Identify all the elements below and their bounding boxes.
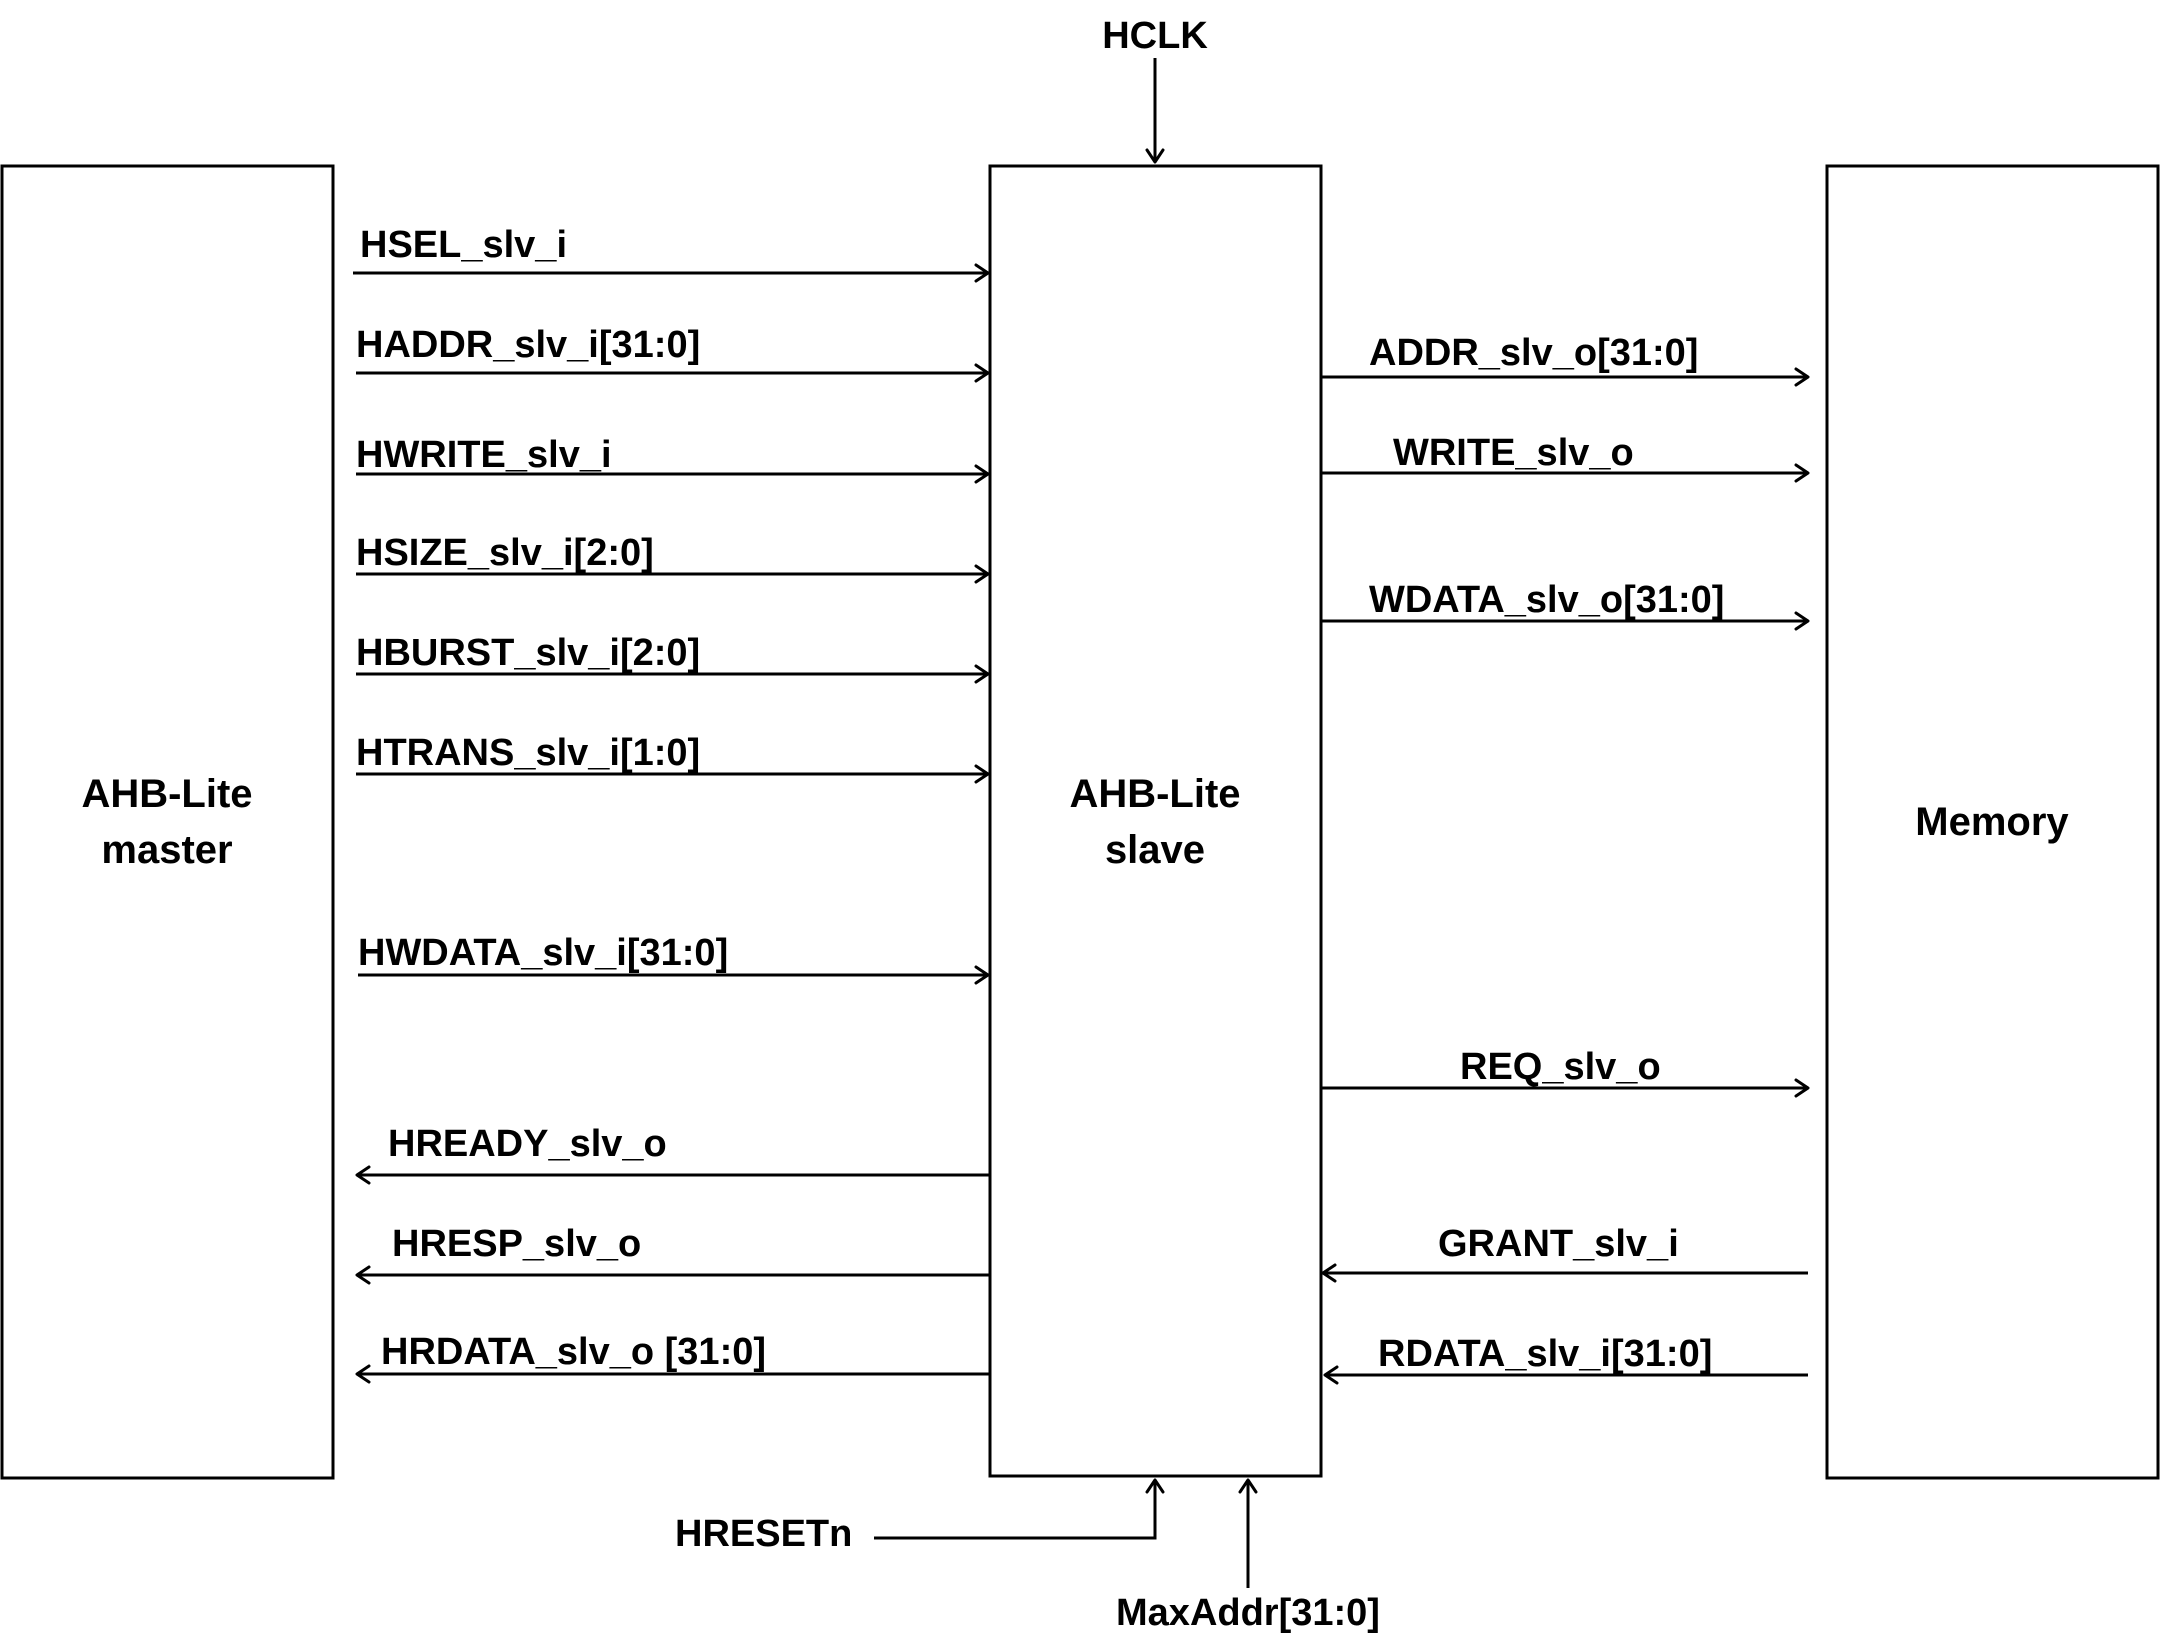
signal-label-grant: GRANT_slv_i bbox=[1438, 1223, 1679, 1265]
signal-arrowhead-haddr bbox=[974, 363, 990, 383]
signal-label-hrdata: HRDATA_slv_o [31:0] bbox=[381, 1331, 766, 1373]
memory-to-slave-signals: GRANT_slv_i RDATA_slv_i[31:0] bbox=[1321, 1223, 1808, 1385]
signal-arrowhead-hready bbox=[355, 1165, 371, 1185]
hclk-label: HCLK bbox=[1102, 15, 1208, 57]
signal-arrowhead-grant bbox=[1321, 1263, 1337, 1283]
signal-label-hsize: HSIZE_slv_i[2:0] bbox=[356, 532, 654, 574]
signal-arrowhead-wdata bbox=[1794, 611, 1810, 631]
signal-label-hwrite: HWRITE_slv_i bbox=[356, 434, 612, 476]
maxaddr-arrowhead bbox=[1238, 1478, 1258, 1494]
signal-label-hburst: HBURST_slv_i[2:0] bbox=[356, 632, 700, 674]
signal-label-rdata: RDATA_slv_i[31:0] bbox=[1378, 1333, 1712, 1375]
signal-label-addr: ADDR_slv_o[31:0] bbox=[1369, 332, 1698, 374]
signal-arrowhead-rdata bbox=[1323, 1365, 1339, 1385]
signal-arrowhead-hwdata bbox=[974, 965, 990, 985]
master-block-label-line2: master bbox=[101, 828, 232, 872]
signal-arrowhead-hrdata bbox=[355, 1364, 371, 1384]
master-to-slave-signals: HSEL_slv_i HADDR_slv_i[31:0] HWRITE_slv_… bbox=[353, 224, 990, 985]
signal-label-write: WRITE_slv_o bbox=[1393, 432, 1634, 474]
signal-arrowhead-write bbox=[1794, 463, 1810, 483]
signal-label-hready: HREADY_slv_o bbox=[388, 1123, 667, 1165]
memory-block bbox=[1825, 164, 2160, 1480]
ahb-lite-slave-block bbox=[988, 164, 1323, 1478]
signal-arrowhead-hwrite bbox=[974, 464, 990, 484]
slave-block-label-line1: AHB-Lite bbox=[1069, 772, 1240, 816]
signal-label-req: REQ_slv_o bbox=[1460, 1046, 1661, 1088]
signal-label-hsel: HSEL_slv_i bbox=[360, 224, 567, 266]
signal-label-hresp: HRESP_slv_o bbox=[392, 1223, 641, 1265]
slave-to-memory-signals: ADDR_slv_o[31:0] WRITE_slv_o WDATA_slv_o… bbox=[1321, 332, 1810, 1098]
ahb-lite-master-block bbox=[0, 164, 335, 1480]
hresetn-label: HRESETn bbox=[675, 1513, 852, 1555]
signal-arrowhead-req bbox=[1794, 1078, 1810, 1098]
signal-arrowhead-hsel bbox=[974, 263, 990, 283]
signal-label-wdata: WDATA_slv_o[31:0] bbox=[1369, 579, 1724, 621]
signal-arrowhead-addr bbox=[1794, 367, 1810, 387]
slave-block-label-line2: slave bbox=[1105, 828, 1205, 872]
hresetn-arrowhead bbox=[1145, 1478, 1165, 1494]
master-block-label-line1: AHB-Lite bbox=[81, 772, 252, 816]
signal-label-haddr: HADDR_slv_i[31:0] bbox=[356, 324, 700, 366]
signal-arrowhead-hsize bbox=[974, 564, 990, 584]
signal-arrowhead-hburst bbox=[974, 664, 990, 684]
signal-label-htrans: HTRANS_slv_i[1:0] bbox=[356, 732, 700, 774]
signal-arrowhead-htrans bbox=[974, 764, 990, 784]
hresetn-wire bbox=[874, 1480, 1157, 1540]
slave-to-master-signals: HREADY_slv_o HRESP_slv_o HRDATA_slv_o [3… bbox=[355, 1123, 990, 1384]
maxaddr-label: MaxAddr[31:0] bbox=[1116, 1592, 1380, 1634]
memory-block-label: Memory bbox=[1915, 800, 2069, 844]
signal-arrowhead-hresp bbox=[355, 1265, 371, 1285]
signal-label-hwdata: HWDATA_slv_i[31:0] bbox=[358, 932, 728, 974]
hclk-arrowhead bbox=[1145, 148, 1165, 164]
